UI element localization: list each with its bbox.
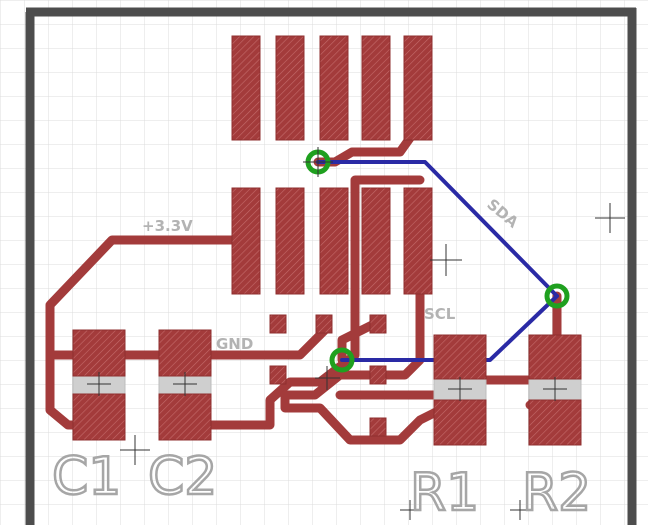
r2-pad-bottom[interactable] [528,399,582,446]
net-label-vcc: +3.3V [142,217,193,235]
c1-pad-top[interactable] [72,329,126,377]
small-pad[interactable] [269,365,287,385]
component-c1[interactable] [72,329,126,441]
via-ring-icon[interactable] [329,347,355,373]
trace-scl[interactable] [280,240,445,445]
ic-pad[interactable] [231,187,261,295]
net-label-gnd: GND [216,335,253,353]
crosshair-icon [448,377,472,401]
via-ring-icon[interactable] [544,283,570,309]
trace-scl-bottom[interactable] [340,294,559,362]
small-pads[interactable] [269,314,387,437]
component-r1[interactable] [433,334,487,446]
crosshair-icon [430,244,462,276]
ic-pads-top[interactable] [231,35,433,141]
ref-label-c1: C1 [52,447,121,507]
crosshair-icon [173,372,197,396]
trace-gnd-2[interactable] [180,175,425,430]
trace-vcc[interactable] [45,235,250,430]
ic-pad[interactable] [361,187,391,295]
ic-pad[interactable] [319,35,349,141]
small-pad[interactable] [369,314,387,334]
small-pad[interactable] [315,314,333,334]
component-r2[interactable] [528,334,582,446]
ic-pad[interactable] [361,35,391,141]
ic-pad[interactable] [231,35,261,141]
trace-via2[interactable] [337,317,383,365]
crosshair-icon [595,203,625,233]
c2-pad-top[interactable] [158,329,212,377]
component-c2[interactable] [158,329,212,441]
r1-pad-top[interactable] [433,334,487,380]
net-label-scl: SCL [424,305,456,323]
ic-pad[interactable] [403,35,433,141]
trace-sda-bottom[interactable] [316,160,559,298]
crosshair-icon [315,366,340,390]
ic-pads-bottom[interactable] [231,187,433,295]
crosshair-icon [543,377,567,401]
ic-pad[interactable] [275,187,305,295]
board-outline [25,7,637,525]
c1-pad-bottom[interactable] [72,393,126,441]
ic-pad[interactable] [275,35,305,141]
ic-pad[interactable] [319,187,349,295]
small-pad[interactable] [269,314,287,334]
origin-markers [120,147,625,520]
crosshair-icon [120,435,150,465]
small-pad[interactable] [369,417,387,437]
crosshair-icon [510,500,530,520]
crosshair-icon [400,500,420,520]
ic-pad[interactable] [403,187,433,295]
ref-label-r1: R1 [410,463,479,523]
r2-pad-top[interactable] [528,334,582,380]
c2-pad-bottom[interactable] [158,393,212,441]
crosshair-icon [303,147,333,177]
r1-pad-bottom[interactable] [433,399,487,446]
small-pad[interactable] [369,365,387,385]
ref-label-c2: C2 [148,447,217,507]
crosshair-icon [87,372,111,396]
bottom-traces[interactable] [316,160,559,362]
ref-label-r2: R2 [522,463,591,523]
